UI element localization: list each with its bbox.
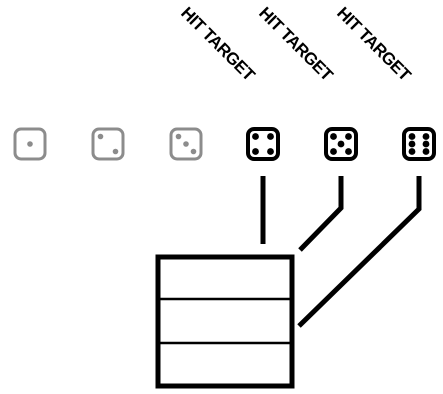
hit-target-label-3: HIT TARGET <box>333 3 415 85</box>
die-3-pip-2 <box>183 141 189 147</box>
die-6-active <box>402 127 436 161</box>
die-6-pip-4 <box>422 133 430 140</box>
die-3-pip-1 <box>175 133 182 140</box>
die-5-pip-4 <box>330 148 337 155</box>
die-5-active <box>324 127 358 161</box>
die-2-pip-2 <box>112 148 119 155</box>
die-3-pip-3 <box>190 148 197 155</box>
die-5-pip-1 <box>330 133 337 140</box>
die-5-pip-3 <box>337 140 345 148</box>
die-3-inactive <box>169 127 203 161</box>
die-4-active <box>246 127 280 161</box>
die-2-inactive <box>91 127 125 161</box>
target-box <box>155 254 295 389</box>
connector-line-5 <box>298 176 344 252</box>
die-2-face <box>91 127 125 161</box>
hit-target-label-2: HIT TARGET <box>255 3 337 85</box>
hit-target-label-1: HIT TARGET <box>177 3 259 85</box>
die-4-pip-2 <box>267 133 274 140</box>
die-4-face <box>246 127 280 161</box>
target-box-outline <box>155 254 295 389</box>
die-6-pip-5 <box>422 140 430 148</box>
dice-row <box>13 127 436 161</box>
die-6-pip-3 <box>408 148 416 155</box>
die-1-pip-1 <box>27 141 33 147</box>
connector-line-6 <box>297 176 422 328</box>
die-4-pip-4 <box>267 148 274 155</box>
die-5-pip-2 <box>345 133 352 140</box>
die-6-pip-1 <box>408 133 416 140</box>
die-1-inactive <box>13 127 47 161</box>
die-6-pip-2 <box>408 140 416 148</box>
die-2-pip-1 <box>97 133 104 140</box>
die-5-pip-5 <box>345 148 352 155</box>
die-6-face <box>402 127 436 161</box>
die-6-pip-6 <box>422 148 430 155</box>
die-4-pip-1 <box>252 133 259 140</box>
die-4-pip-3 <box>252 148 259 155</box>
